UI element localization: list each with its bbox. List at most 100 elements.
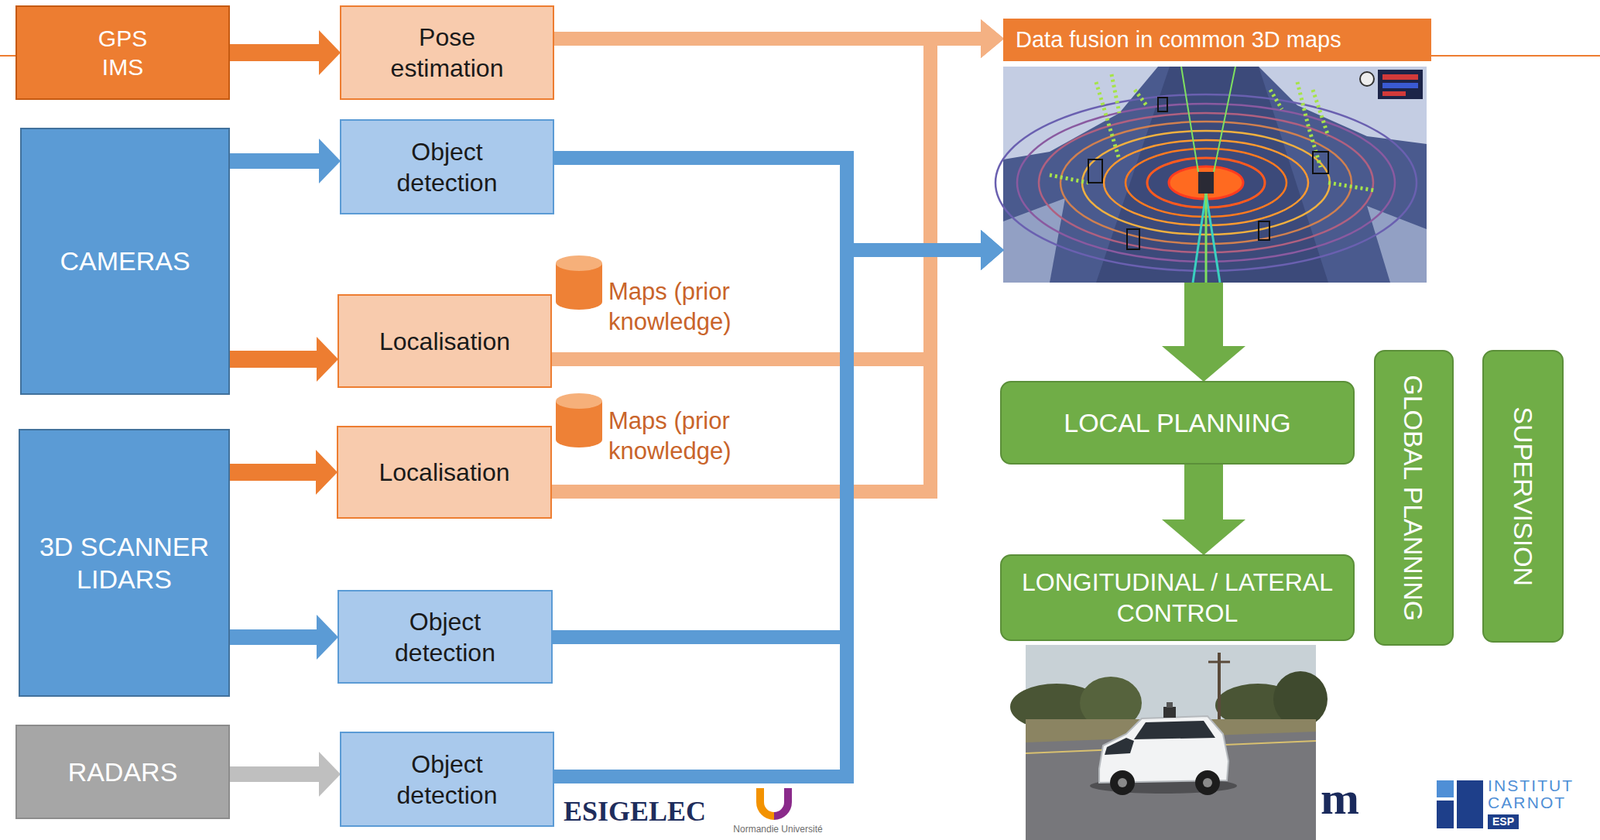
sensor-box: GPS IMS: [15, 5, 230, 100]
vehicle-photo: [1134, 720, 1216, 740]
vertical-band: GLOBAL PLANNING: [1373, 349, 1454, 646]
fusion-map-illustration: [1205, 193, 1220, 283]
label-anchor: m: [1320, 772, 1360, 824]
fusion-map-illustration: [1049, 89, 1375, 191]
label-anchor: INSTITUT CARNOT: [1487, 777, 1586, 812]
vehicle-photo: [1104, 737, 1135, 755]
flow-arrow: [554, 250, 981, 777]
carnot-logo-mark: [1436, 780, 1484, 829]
logo-text: m: [1320, 772, 1360, 824]
box-label: Localisation: [379, 456, 511, 488]
fusion-map-illustration: [1003, 198, 1066, 283]
fusion-map-illustration: [1003, 66, 1159, 160]
box-label: CAMERAS: [59, 244, 190, 278]
flow-arrow: [229, 44, 319, 62]
fusion-map-illustration: [1258, 221, 1270, 240]
label-anchor: Normandie Université: [719, 823, 836, 835]
box-label: Object detection: [373, 748, 522, 811]
vehicle-photo: [1273, 671, 1328, 727]
fusion-map-illustration: [1096, 66, 1329, 283]
fusion-map-illustration: [1158, 97, 1168, 112]
vehicle-photo: [1166, 702, 1173, 708]
fusion-map-illustration: [1213, 66, 1236, 172]
box-label: Pose estimation: [379, 21, 516, 84]
fusion-map-illustration: [1382, 74, 1419, 80]
flow-arrow: [554, 31, 981, 46]
flow-arrow: [551, 38, 981, 360]
control-box: LONGITUDINAL / LATERAL CONTROL: [1000, 554, 1355, 641]
flow-arrow: [1184, 282, 1224, 347]
process-box: Localisation: [337, 294, 552, 388]
process-box: Object detection: [337, 589, 553, 684]
university-logo-mark: [774, 788, 789, 816]
label-anchor: ESP: [1487, 814, 1519, 830]
fusion-map-illustration: [1205, 193, 1208, 283]
vehicle-photo: [1217, 652, 1221, 730]
map-database-icon: [555, 393, 603, 409]
process-box: Object detection: [339, 731, 555, 827]
box-label: Object detection: [370, 606, 520, 669]
sensor-box: CAMERAS: [20, 127, 230, 395]
vehicle-photo: [1202, 777, 1213, 788]
fusion-map-illustration: [995, 66, 1427, 283]
flow-arrow: [1184, 464, 1224, 520]
header-rule: [1431, 54, 1600, 57]
sensor-box: RADARS: [15, 724, 230, 819]
carnot-logo-mark: [1436, 780, 1454, 798]
vehicle-photo: [1025, 644, 1316, 840]
flow-arrow: [552, 250, 981, 638]
box-label: GLOBAL PLANNING: [1397, 374, 1431, 621]
fusion-map-illustration: [1192, 193, 1206, 283]
box-label: LOCAL PLANNING: [1063, 406, 1292, 440]
header-rule: [0, 54, 16, 57]
fusion-map-illustration: [1088, 159, 1103, 183]
panel-heading: Data fusion in common 3D maps: [1003, 18, 1432, 62]
label-anchor: ESIGELEC: [563, 795, 706, 828]
process-box: Object detection: [339, 119, 555, 215]
logo-text: ESIGELEC: [563, 795, 706, 828]
annotation-label: Maps (prior knowledge): [608, 277, 765, 338]
box-label: 3D SCANNER LIDARS: [29, 530, 220, 597]
fusion-map-illustration: [1312, 151, 1329, 174]
fusion-map-illustration: [1003, 66, 1427, 283]
label-anchor: Maps (prior knowledge): [608, 406, 765, 467]
box-label: Object detection: [373, 136, 522, 199]
map-database-icon: [555, 255, 603, 310]
vehicle-photo: [1110, 770, 1135, 795]
vehicle-photo: [1010, 644, 1328, 840]
planning-box: LOCAL PLANNING: [1000, 380, 1355, 465]
fusion-panel: Data fusion in common 3D maps: [1003, 18, 1432, 283]
logo-text: ESP: [1487, 814, 1519, 830]
carnot-logo-mark: [1456, 780, 1484, 829]
vehicle-photo: [1163, 706, 1176, 718]
fusion-map-illustration: [1377, 69, 1423, 100]
box-label: RADARS: [68, 755, 179, 789]
annotation-label: Maps (prior knowledge): [608, 406, 765, 467]
flow-arrow: [554, 157, 981, 251]
vehicle-photo: [1195, 770, 1220, 795]
flow-arrow: [229, 350, 317, 368]
fusion-map-illustration: [1181, 66, 1199, 172]
flow-arrow: [229, 766, 319, 782]
flow-arrow: [229, 629, 317, 645]
fusion-map-illustration: [1127, 229, 1140, 250]
fusion-map-illustration: [1258, 66, 1427, 144]
logo-text: Normandie Université: [719, 823, 836, 835]
process-box: Localisation: [336, 425, 552, 519]
box-label: GPS IMS: [92, 23, 154, 83]
fusion-map-illustration: [1382, 91, 1406, 96]
box-label: Localisation: [379, 325, 511, 357]
university-logo-mark: [760, 788, 775, 816]
map-database-icon: [555, 255, 603, 271]
map-database-icon: [555, 393, 603, 448]
process-box: Pose estimation: [339, 5, 555, 100]
vehicle-photo: [1208, 661, 1230, 664]
fusion-map-illustration: [1382, 82, 1419, 89]
box-label: SUPERVISION: [1506, 406, 1540, 586]
carnot-logo-mark: [1436, 800, 1454, 829]
university-logo-mark: [760, 788, 789, 816]
vehicle-photo: [1117, 777, 1128, 788]
